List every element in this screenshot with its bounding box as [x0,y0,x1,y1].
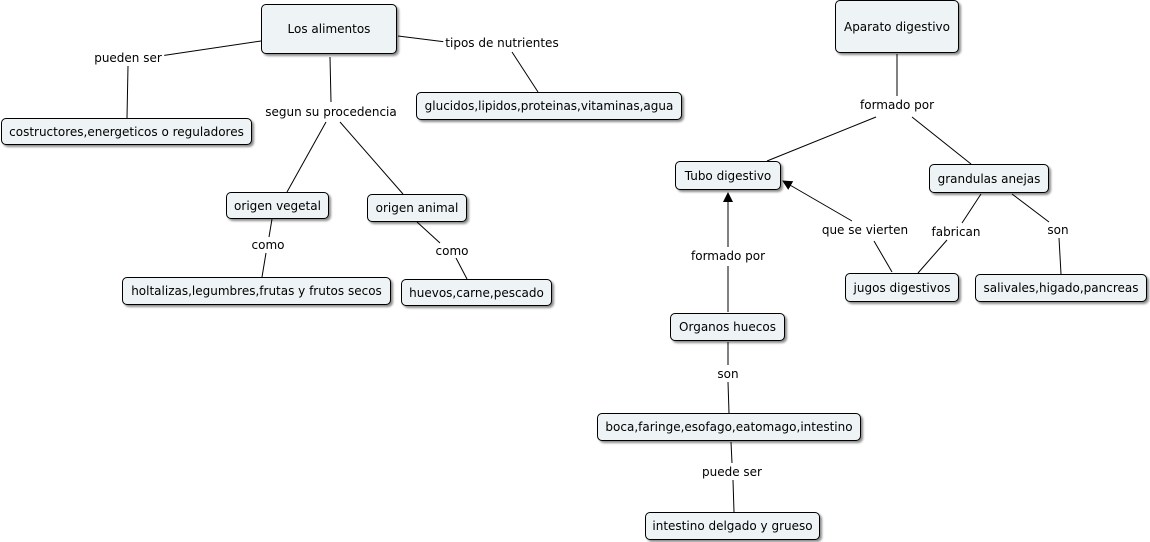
link-alimentos-segun [329,56,332,103]
link-alimentos-pueden-ser [159,40,262,57]
link-segun-animal [339,121,404,195]
node-organos-huecos[interactable]: Organos huecos [670,313,785,341]
link-fabrican-jugos [917,239,948,274]
link-tipos-nutrientes [511,51,539,93]
link-glandulas-fabrican [961,193,982,224]
label-son-organos: son [715,367,741,381]
node-constructores[interactable]: costructores,energeticos o reguladores [1,118,252,145]
link-como-huevos [455,257,468,280]
label-segun-su-procedencia: segun su procedencia [263,105,399,119]
node-glandulas-anejas[interactable]: grandulas anejas [929,164,1049,193]
node-intestino[interactable]: intestino delgado y grueso [645,512,820,540]
node-huevos[interactable]: huevos,carne,pescado [401,279,552,306]
link-formado-glandulas [911,116,972,165]
label-puede-ser: puede ser [700,465,764,479]
label-fabrican: fabrican [929,225,983,239]
node-jugos-digestivos[interactable]: jugos digestivos [845,273,959,302]
node-salivales[interactable]: salivales,higado,pancreas [975,274,1147,302]
node-aparato-digestivo[interactable]: Aparato digestivo [835,0,959,53]
node-origen-animal[interactable]: origen animal [367,194,467,222]
label-como-animal: como [433,244,471,258]
node-origen-vegetal[interactable]: origen vegetal [226,192,329,219]
label-formado-por-tubo: formado por [689,249,767,263]
label-que-se-vierten: que se vierten [819,223,911,237]
link-alimentos-tipos [397,35,447,43]
link-formado-tubo [766,116,877,162]
label-son-glandulas: son [1045,223,1071,237]
link-glandulas-son [1011,193,1050,223]
node-los-alimentos[interactable]: Los alimentos [261,4,397,54]
node-hortalizas[interactable]: holtalizas,legumbres,frutas y frutos sec… [122,277,391,305]
node-tubo-digestivo[interactable]: Tubo digestivo [675,161,781,190]
link-boca-puede-ser [730,441,733,464]
link-animal-como [416,221,441,244]
label-como-vegetal: como [249,238,287,252]
label-pueden-ser: pueden ser [92,51,164,65]
node-boca[interactable]: boca,faringe,esofago,eatomago,intestino [597,413,861,441]
node-nutrientes[interactable]: glucidos,lipidos,proteinas,vitaminas,agu… [416,92,682,120]
link-como-hortalizas [261,252,267,278]
link-son-boca [727,381,730,414]
label-tipos-de-nutrientes: tipos de nutrientes [443,36,561,50]
link-puede-ser-intestino [732,479,735,513]
link-jugos-que-se-vierten [873,240,893,273]
link-vegetal-como [268,218,273,238]
link-que-se-vierten-tubo [782,180,853,222]
link-pueden-ser-constructores [126,65,129,119]
label-formado-por-aparato: formado por [858,98,936,112]
link-son-salivales [1058,237,1062,275]
link-segun-vegetal [286,121,327,193]
